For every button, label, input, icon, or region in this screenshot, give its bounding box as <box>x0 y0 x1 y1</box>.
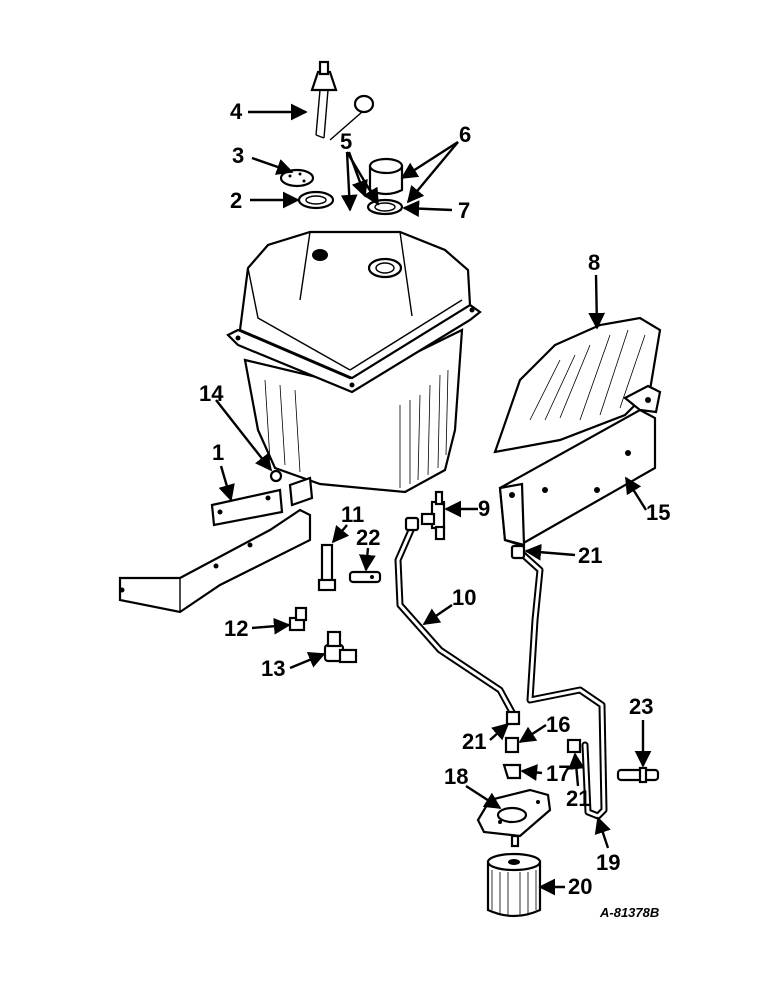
elbow-part <box>502 763 522 780</box>
callout-11: 11 <box>341 502 364 527</box>
callout-13: 13 <box>261 656 285 681</box>
filter-element-part <box>486 852 542 918</box>
drain-valve-part <box>420 490 446 541</box>
right-bracket-part <box>498 384 662 547</box>
left-bracket-part <box>118 476 314 614</box>
connector-fitting-part <box>505 710 521 726</box>
callout-22: 22 <box>356 525 380 550</box>
nut-part <box>269 469 283 483</box>
shutoff-valve-part <box>323 630 358 664</box>
leader-lines <box>215 103 652 896</box>
fuel-line-part <box>394 516 516 716</box>
sending-unit-part <box>310 60 375 141</box>
callout-4: 4 <box>230 99 243 124</box>
callout-19: 19 <box>596 850 620 875</box>
callout-21-upper: 21 <box>578 543 602 568</box>
filter-base-part <box>476 788 552 848</box>
return-line-part <box>510 544 608 820</box>
callout-3: 3 <box>232 143 244 168</box>
callout-1: 1 <box>212 440 224 465</box>
callout-7: 7 <box>458 198 470 223</box>
pin-part <box>616 766 660 784</box>
callout-labels: 1 2 3 4 5 6 7 8 9 10 11 12 13 14 15 16 1… <box>199 99 670 920</box>
fitting-part <box>504 736 520 754</box>
callout-20: 20 <box>568 874 592 899</box>
shield-part <box>493 316 662 454</box>
callout-9: 9 <box>478 496 490 521</box>
callout-15: 15 <box>646 500 670 525</box>
reference-code: A-81378B <box>599 905 659 920</box>
callout-21-right: 21 <box>566 786 590 811</box>
callout-14: 14 <box>199 381 224 406</box>
callout-12: 12 <box>224 616 248 641</box>
callout-23: 23 <box>629 694 653 719</box>
callout-5: 5 <box>340 129 352 154</box>
callout-17: 17 <box>546 761 570 786</box>
clamp-part <box>348 570 382 584</box>
callout-6: 6 <box>459 122 471 147</box>
callout-18: 18 <box>444 764 468 789</box>
callout-16: 16 <box>546 712 570 737</box>
fuel-tank <box>226 230 482 494</box>
callout-2: 2 <box>230 188 242 213</box>
callout-8: 8 <box>588 250 600 275</box>
elbow-fitting-part <box>288 606 308 632</box>
filler-adapter-part <box>366 198 404 216</box>
bolt-part <box>317 543 337 592</box>
callout-10: 10 <box>452 585 476 610</box>
retaining-ring-part <box>297 190 335 210</box>
callout-21-left: 21 <box>462 729 486 754</box>
filler-cap-part <box>368 157 404 196</box>
connector-fitting-part <box>566 738 582 754</box>
gasket-part <box>279 168 315 188</box>
